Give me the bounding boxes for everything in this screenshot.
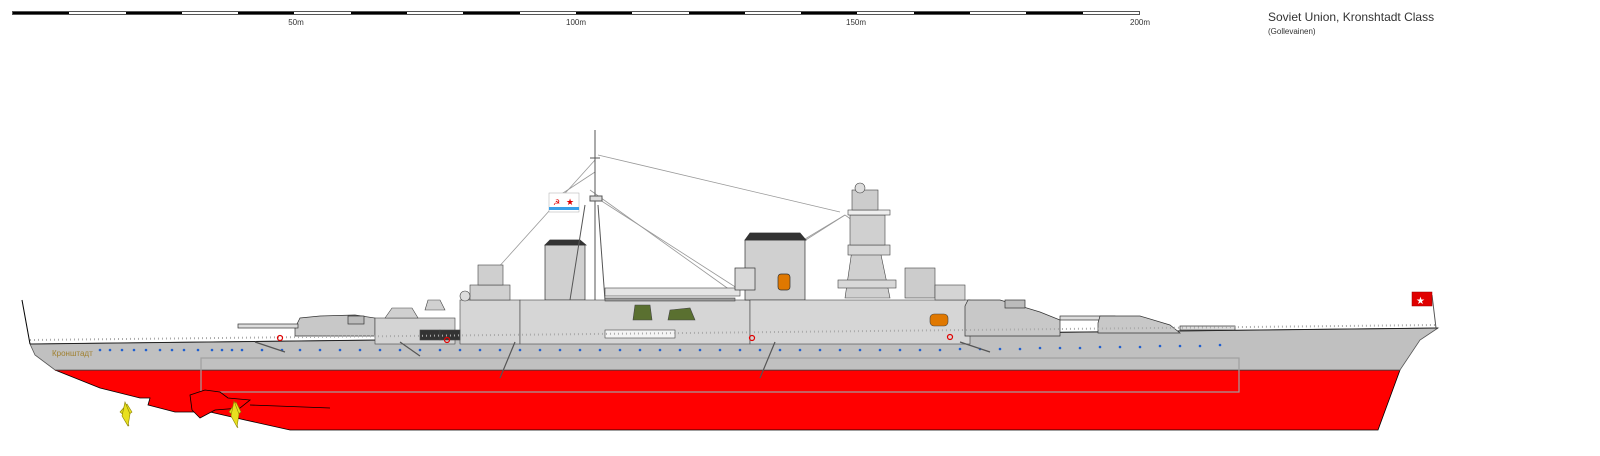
life-rings xyxy=(276,333,954,344)
hull-name-text: Кронштадт xyxy=(52,349,93,358)
turret-fwd-1 xyxy=(964,299,1116,337)
propeller-shafts xyxy=(189,389,331,419)
svg-text:★: ★ xyxy=(1416,296,1425,307)
scale-label-150m: 150m xyxy=(845,18,867,27)
superstructure-fwd-tower xyxy=(749,182,971,345)
propeller-icon xyxy=(119,399,242,429)
rigging xyxy=(459,154,881,311)
funnel-aft xyxy=(544,239,587,301)
scale-bar xyxy=(12,11,1140,15)
svg-text:☭: ☭ xyxy=(553,198,560,207)
accommodation-ladders xyxy=(254,341,991,379)
scale-label-100m: 100m xyxy=(565,18,587,27)
turret-aft xyxy=(237,314,376,337)
naval-ensign-flag: ☭ ★ xyxy=(548,192,580,213)
drawing-title: Soviet Union, Kronshtadt Class xyxy=(1268,10,1435,24)
jack-flag: ★ xyxy=(1411,291,1437,329)
scale-label-50m: 50m xyxy=(288,18,304,27)
svg-text:★: ★ xyxy=(566,198,574,208)
main-mast xyxy=(569,130,606,301)
portholes xyxy=(98,343,1222,352)
hull-lower xyxy=(54,369,1401,431)
superstructure-aft xyxy=(374,264,521,345)
scale-label-200m: 200m xyxy=(1129,18,1151,27)
superstructure-mid xyxy=(519,287,751,345)
funnel-fwd xyxy=(734,232,807,301)
drawing-author: (Gollevainen) xyxy=(1268,27,1316,36)
